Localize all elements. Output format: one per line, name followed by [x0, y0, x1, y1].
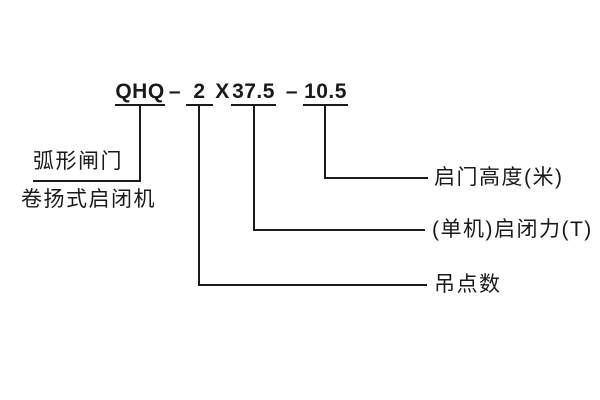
connector-lifting-points-vertical — [198, 104, 200, 286]
connector-series-horizontal — [33, 180, 141, 182]
code-height-value: 10.5 — [303, 81, 348, 106]
code-multiplier: X — [215, 80, 230, 103]
code-lifting-points-value: 2 — [186, 81, 213, 106]
label-gate-type: 弧形闸门 — [33, 150, 123, 173]
code-force-value: 37.5 — [231, 81, 276, 106]
connector-height-horizontal — [324, 177, 428, 179]
connector-series-vertical — [139, 104, 141, 182]
connector-force-horizontal — [253, 229, 425, 231]
label-hoist-type: 卷扬式启闭机 — [21, 188, 156, 211]
connector-height-vertical — [324, 104, 326, 179]
label-lift-height: 启门高度(米) — [434, 166, 564, 189]
code-series: QHQ — [115, 81, 165, 106]
label-lifting-points: 吊点数 — [434, 273, 502, 296]
connector-force-vertical — [253, 104, 255, 231]
code-separator-1: – — [168, 80, 182, 103]
connector-lifting-points-horizontal — [198, 284, 427, 286]
code-separator-2: – — [285, 80, 299, 103]
label-closing-force: (单机)启闭力(T) — [432, 218, 593, 241]
